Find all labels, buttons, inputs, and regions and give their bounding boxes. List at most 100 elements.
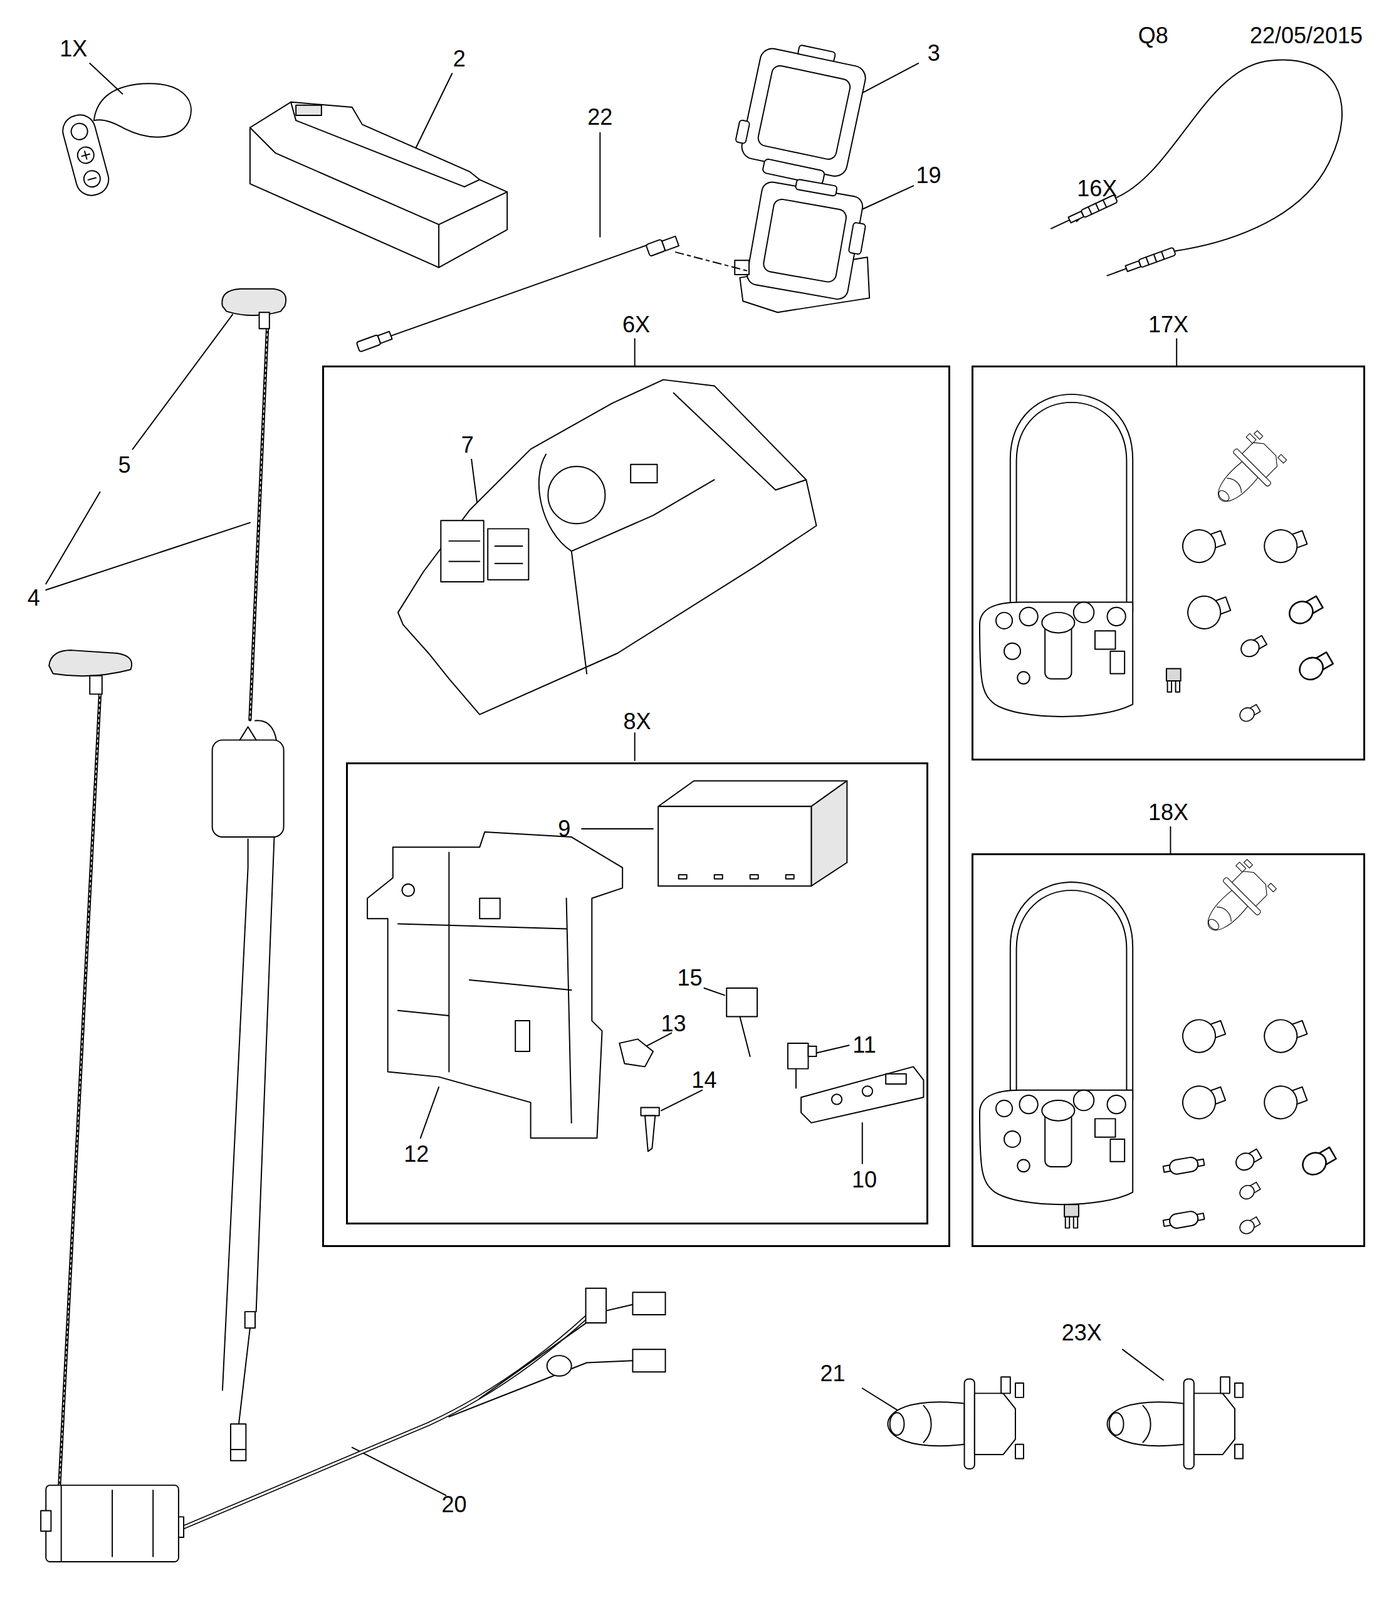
bracket-housing xyxy=(398,379,817,715)
holder-base-part xyxy=(795,179,838,197)
callout-number: 11 xyxy=(850,1031,878,1058)
phone-tray-part xyxy=(438,191,508,225)
bulb-kit-17X-part xyxy=(1237,702,1262,724)
callout-number: 21 xyxy=(818,1360,848,1387)
callout-number: 20 xyxy=(439,1491,469,1517)
leader-lines-part xyxy=(420,1086,439,1138)
small-parts-part xyxy=(831,1093,842,1104)
bracket-12-part xyxy=(367,831,623,1138)
group-box: 6X8X xyxy=(322,365,951,1247)
group-box: 17X xyxy=(971,365,1366,761)
bracket-housing-part xyxy=(440,520,484,582)
harness-part xyxy=(45,1484,179,1562)
harness-part xyxy=(547,1355,572,1376)
callout-number: 10 xyxy=(849,1166,879,1193)
audio-cable xyxy=(1049,60,1342,280)
audio-cable-part xyxy=(1146,256,1149,265)
antenna-part xyxy=(250,328,268,720)
h4-bulbs-part xyxy=(887,1376,1024,1469)
holder-base-part xyxy=(745,180,865,301)
small-parts-part xyxy=(862,1085,873,1096)
callout-number: 4 xyxy=(25,584,42,611)
audio-cable-part xyxy=(1115,60,1343,252)
bulb-kit-18X-part xyxy=(1162,1154,1206,1176)
bulb-kit-18X-part xyxy=(1298,1143,1339,1179)
small-parts-part xyxy=(640,1106,659,1116)
small-parts xyxy=(619,987,924,1151)
leader-lines-part xyxy=(132,314,234,449)
bulb-kit-18X-part xyxy=(1232,1145,1263,1173)
antenna-part xyxy=(259,312,270,329)
leader-lines-part xyxy=(45,492,100,585)
phone-tray-part xyxy=(295,120,465,187)
bracket-12-part xyxy=(479,898,501,919)
small-parts-part xyxy=(619,1038,654,1067)
harness-part xyxy=(181,1316,587,1528)
usb-cable xyxy=(356,234,751,353)
bulb-kit-17X-part xyxy=(1183,587,1235,634)
remote-control-part xyxy=(59,111,113,199)
phone-holder-part xyxy=(762,158,825,186)
antenna-part xyxy=(222,838,249,1390)
holder-base-part xyxy=(762,198,848,284)
remote-control-part xyxy=(82,168,103,189)
small-parts-part xyxy=(644,1115,656,1152)
group-number: 6X xyxy=(620,311,652,338)
callout-number: 19 xyxy=(914,162,944,189)
bulb-kit-17X-part xyxy=(1295,648,1336,684)
holder-base-part xyxy=(734,260,750,275)
remote-control-part xyxy=(75,145,96,166)
audio-cable-part xyxy=(1051,220,1070,229)
usb-cable-part xyxy=(675,251,751,272)
small-parts-part xyxy=(739,1016,750,1057)
audio-cable-part xyxy=(1125,260,1141,272)
group-number: 8X xyxy=(621,708,653,734)
leader-lines-part xyxy=(861,1122,864,1164)
small-parts-part xyxy=(885,1073,907,1084)
callout-number: 3 xyxy=(925,40,943,66)
small-parts-part xyxy=(795,1068,797,1089)
harness-part xyxy=(181,1316,587,1528)
bulb-kit-17X-part xyxy=(1166,668,1181,692)
harness-part xyxy=(61,1484,154,1562)
leader-lines xyxy=(45,63,1177,1495)
phone-tray-part xyxy=(250,102,508,268)
usb-cable-part xyxy=(377,331,393,344)
remote-control-part xyxy=(69,121,90,142)
bulb-kit-18X-part xyxy=(1192,856,1281,946)
usb-cable-part xyxy=(356,334,382,353)
antenna-part xyxy=(250,328,268,720)
callout-number: 15 xyxy=(675,964,705,991)
bracket-housing-part xyxy=(398,379,817,715)
audio-cable-part xyxy=(1106,268,1127,276)
antenna-part xyxy=(238,1327,251,1424)
module-9-part xyxy=(678,874,687,879)
bracket-12-part xyxy=(398,851,572,1122)
remote-control-part xyxy=(94,83,192,137)
holder-base xyxy=(734,173,872,313)
phone-tray xyxy=(250,102,508,268)
holder-base-part xyxy=(745,173,872,303)
audio-cable-part xyxy=(1161,251,1164,259)
usb-cable-part xyxy=(356,330,394,352)
phone-holder-part xyxy=(739,46,868,179)
bulb-kit-17X-part xyxy=(1178,522,1230,568)
antenna xyxy=(212,288,287,1461)
harness-part xyxy=(58,693,100,1490)
harness-part xyxy=(448,1360,633,1417)
antenna-part xyxy=(212,739,284,837)
bracket-12-part xyxy=(401,883,415,897)
callout-number: 7 xyxy=(459,431,476,458)
module-9-part xyxy=(811,780,847,886)
h4-bulbs-part xyxy=(1106,1376,1243,1469)
audio-cable-part xyxy=(1138,246,1176,268)
leader-lines-part xyxy=(1169,826,1171,854)
bracket-housing-part xyxy=(571,550,587,674)
module-9-part xyxy=(786,874,795,879)
module-9 xyxy=(658,780,847,886)
leader-lines-part xyxy=(581,828,654,830)
bulb-kit-17X-part xyxy=(979,394,1133,717)
leader-lines-part xyxy=(1175,339,1178,366)
phone-holder-part xyxy=(735,119,750,144)
bulb-kit-17X-part xyxy=(1285,592,1326,628)
